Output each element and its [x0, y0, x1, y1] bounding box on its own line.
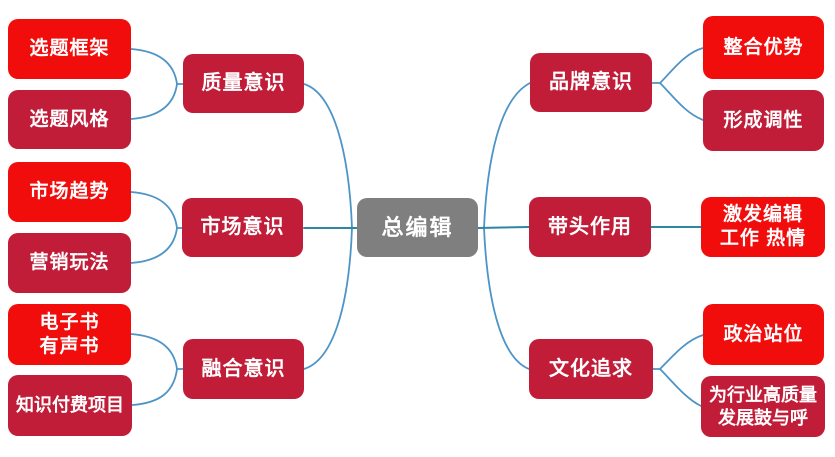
node-cultural-pursuit: 文化追求 — [529, 339, 653, 399]
connector-culture-advocate — [659, 368, 702, 407]
node-advocate-quality-dev: 为行业高质量 发展鼓与呼 — [701, 376, 825, 437]
node-topic-style: 选题风格 — [8, 90, 131, 149]
connector-topic-style-quality — [130, 83, 178, 120]
node-brand-awareness: 品牌意识 — [530, 53, 652, 112]
node-market-trends: 市场趋势 — [8, 162, 131, 222]
connector-ebook-fusion — [130, 333, 178, 370]
connector-root-brand — [483, 82, 531, 229]
node-knowledge-payment: 知识付费项目 — [8, 375, 132, 436]
node-leading-role: 带头作用 — [529, 197, 651, 257]
connector-knowledge-fusion — [131, 368, 178, 406]
connector-fusion-root — [303, 227, 353, 370]
connector-root-leading — [477, 226, 530, 229]
node-topic-framework: 选题框架 — [8, 19, 131, 79]
node-form-tonality: 形成调性 — [703, 90, 824, 151]
node-ebook-audiobook: 电子书 有声书 — [8, 304, 131, 365]
connector-market-trends-market — [130, 191, 178, 229]
node-chief-editor: 总编辑 — [357, 198, 478, 257]
node-marketing-tactics: 营销玩法 — [8, 233, 131, 293]
node-market-awareness: 市场意识 — [182, 198, 303, 257]
connector-quality-root — [303, 83, 353, 229]
connector-marketing-tactics-market — [130, 227, 178, 264]
connector-culture-political — [659, 334, 704, 370]
node-fusion-awareness: 融合意识 — [183, 339, 304, 399]
connector-brand-integrate — [659, 47, 704, 84]
node-political-stance: 政治站位 — [703, 304, 824, 365]
node-integrate-advantages: 整合优势 — [703, 16, 824, 79]
connector-brand-tonality — [659, 82, 704, 121]
connector-root-culture — [483, 227, 530, 370]
node-inspire-editors: 激发编辑 工作 热情 — [701, 197, 825, 257]
node-quality-awareness: 质量意识 — [183, 54, 304, 113]
connector-topic-framework-quality — [130, 48, 178, 85]
